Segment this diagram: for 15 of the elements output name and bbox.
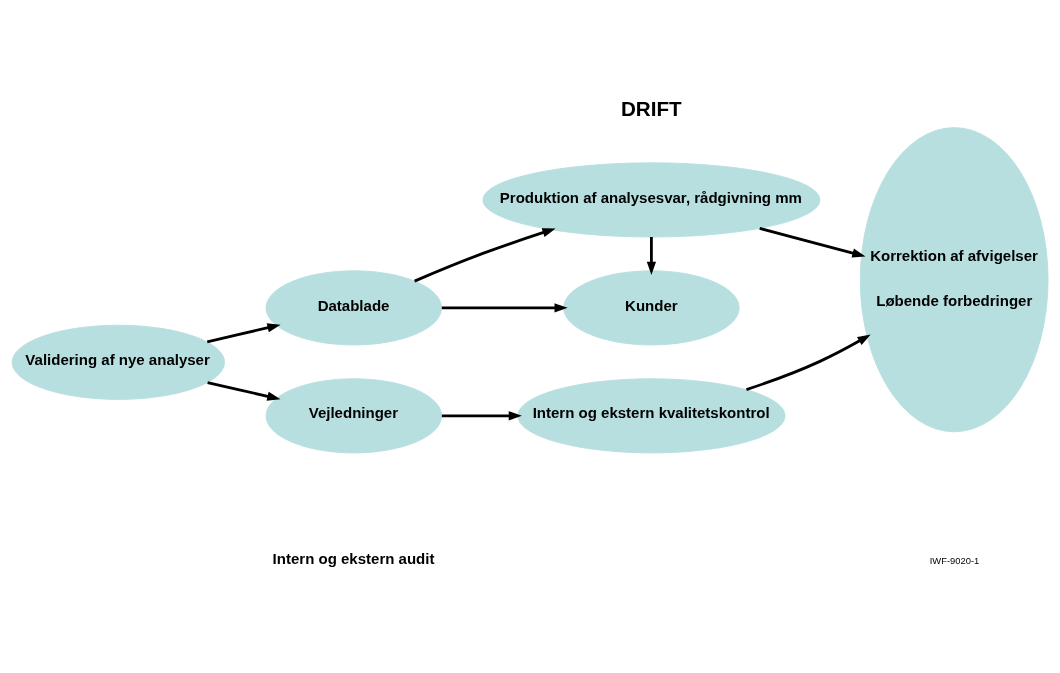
label: IWF-9020-1 — [929, 555, 980, 566]
arrow — [207, 381, 281, 401]
label: Intern og ekstern audit — [272, 549, 435, 567]
label: DRIFT — [620, 96, 682, 120]
node-ellipse: Kunder — [563, 270, 740, 346]
node-ellipse: Intern og ekstern kvalitetskontrol — [517, 378, 786, 454]
arrow — [646, 237, 656, 275]
arrow — [746, 334, 871, 391]
arrow — [206, 323, 281, 344]
arrow — [414, 228, 556, 283]
node-ellipse: Korrektion af afvigelser Løbende forbedringer — [859, 127, 1049, 433]
arrow — [759, 227, 866, 258]
arrow — [441, 303, 568, 313]
arrow — [441, 411, 522, 421]
node-ellipse: Validering af nye analyser — [11, 324, 225, 400]
